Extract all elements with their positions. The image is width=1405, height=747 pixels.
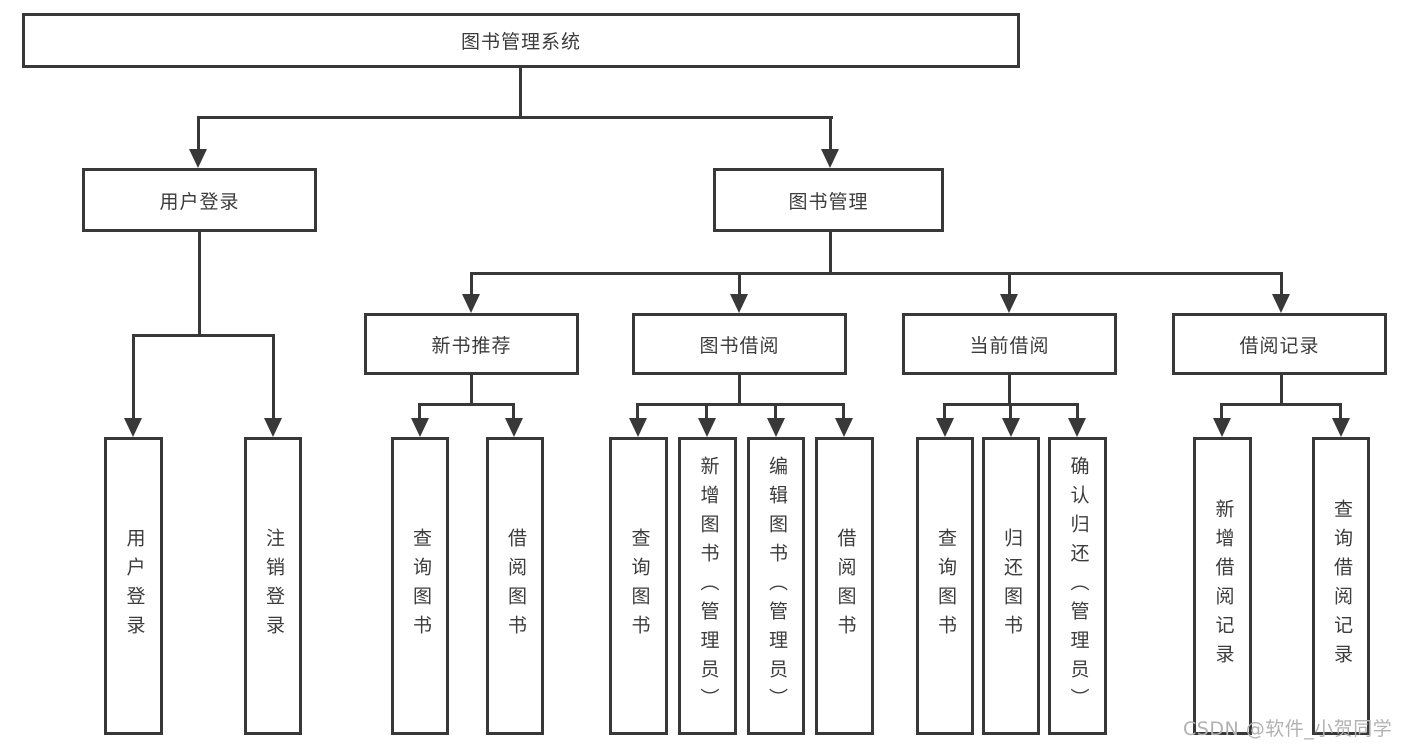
connector-line <box>198 231 201 336</box>
leaf-query-books-borrowing: 查询图书 <box>609 437 668 735</box>
connector-line <box>1009 403 1012 421</box>
arrow-down-icon <box>264 418 282 437</box>
connector-line <box>132 334 275 337</box>
arrow-down-icon <box>411 418 429 437</box>
arrow-down-icon <box>1332 418 1350 437</box>
connector-line <box>636 403 845 406</box>
leaf-logout: 注销登录 <box>244 437 302 735</box>
arrow-down-icon <box>1002 418 1020 437</box>
leaf-label: 查询图书 <box>934 528 957 644</box>
connector-line <box>470 272 1283 275</box>
arrow-down-icon <box>767 418 785 437</box>
connector-line <box>943 403 946 421</box>
leaf-label: 借阅图书 <box>834 528 857 644</box>
node-library-management-system: 图书管理系统 <box>22 13 1020 68</box>
connector-line <box>705 403 708 421</box>
connector-line <box>1008 272 1011 298</box>
arrow-down-icon <box>124 418 142 437</box>
arrow-down-icon <box>1213 418 1231 437</box>
arrow-down-icon <box>821 149 839 168</box>
leaf-edit-book-admin: 编辑图书（管理员） <box>747 437 805 735</box>
connector-line <box>197 116 833 119</box>
leaf-label: 新增图书（管理员） <box>697 455 720 717</box>
leaf-return-books: 归还图书 <box>982 437 1040 735</box>
arrow-down-icon <box>505 418 523 437</box>
leaf-label: 查询借阅记录 <box>1330 499 1353 673</box>
arrow-down-icon <box>189 149 207 168</box>
leaf-user-login: 用户登录 <box>104 437 163 735</box>
connector-line <box>738 272 741 298</box>
arrow-down-icon <box>730 294 748 313</box>
leaf-borrow-books-recommend: 借阅图书 <box>486 437 544 735</box>
node-user-login: 用户登录 <box>82 168 317 232</box>
node-borrowing-records: 借阅记录 <box>1172 313 1387 375</box>
arrow-down-icon <box>1000 294 1018 313</box>
connector-line <box>470 272 473 298</box>
arrow-down-icon <box>1272 294 1290 313</box>
connector-line <box>842 403 845 421</box>
node-book-management: 图书管理 <box>713 168 944 232</box>
connector-line <box>1076 403 1079 421</box>
node-new-book-recommendation: 新书推荐 <box>364 313 579 375</box>
watermark: CSDN @软件_小贺同学 <box>1183 718 1393 740</box>
connector-line <box>418 403 421 421</box>
leaf-add-borrow-record: 新增借阅记录 <box>1193 437 1252 735</box>
connector-line <box>272 334 275 422</box>
leaf-label: 新增借阅记录 <box>1212 499 1235 673</box>
leaf-query-books-recommend: 查询图书 <box>391 437 449 735</box>
connector-line <box>512 403 515 421</box>
connector-line <box>774 403 777 421</box>
leaf-label: 编辑图书（管理员） <box>765 455 788 717</box>
connector-line <box>738 374 741 405</box>
leaf-label: 查询图书 <box>409 528 432 644</box>
connector-line <box>1280 374 1283 405</box>
node-current-borrowing: 当前借阅 <box>902 313 1117 375</box>
leaf-label: 查询图书 <box>628 528 651 644</box>
connector-line <box>132 334 135 422</box>
leaf-label: 用户登录 <box>123 528 146 644</box>
leaf-label: 归还图书 <box>1000 528 1023 644</box>
connector-line <box>519 67 522 118</box>
leaf-label: 确认归还（管理员） <box>1067 455 1090 717</box>
arrow-down-icon <box>629 418 647 437</box>
node-book-borrowing: 图书借阅 <box>632 313 847 375</box>
leaf-confirm-return-admin: 确认归还（管理员） <box>1048 437 1107 735</box>
connector-line <box>1280 272 1283 298</box>
arrow-down-icon <box>462 294 480 313</box>
arrow-down-icon <box>698 418 716 437</box>
connector-line <box>829 231 832 274</box>
leaf-query-books-current: 查询图书 <box>916 437 974 735</box>
connector-line <box>1008 374 1011 405</box>
connector-line <box>197 116 200 152</box>
connector-line <box>470 374 473 405</box>
connector-line <box>636 403 639 421</box>
leaf-label: 借阅图书 <box>504 528 527 644</box>
arrow-down-icon <box>936 418 954 437</box>
connector-line <box>1220 403 1342 406</box>
connector-line <box>418 403 515 406</box>
leaf-borrow-books-borrowing: 借阅图书 <box>815 437 874 735</box>
connector-line <box>1220 403 1223 421</box>
leaf-add-book-admin: 新增图书（管理员） <box>678 437 737 735</box>
arrow-down-icon <box>1068 418 1086 437</box>
connector-line <box>1339 403 1342 421</box>
leaf-query-borrow-record: 查询借阅记录 <box>1312 437 1370 735</box>
leaf-label: 注销登录 <box>262 528 285 644</box>
arrow-down-icon <box>835 418 853 437</box>
connector-line <box>829 116 832 152</box>
